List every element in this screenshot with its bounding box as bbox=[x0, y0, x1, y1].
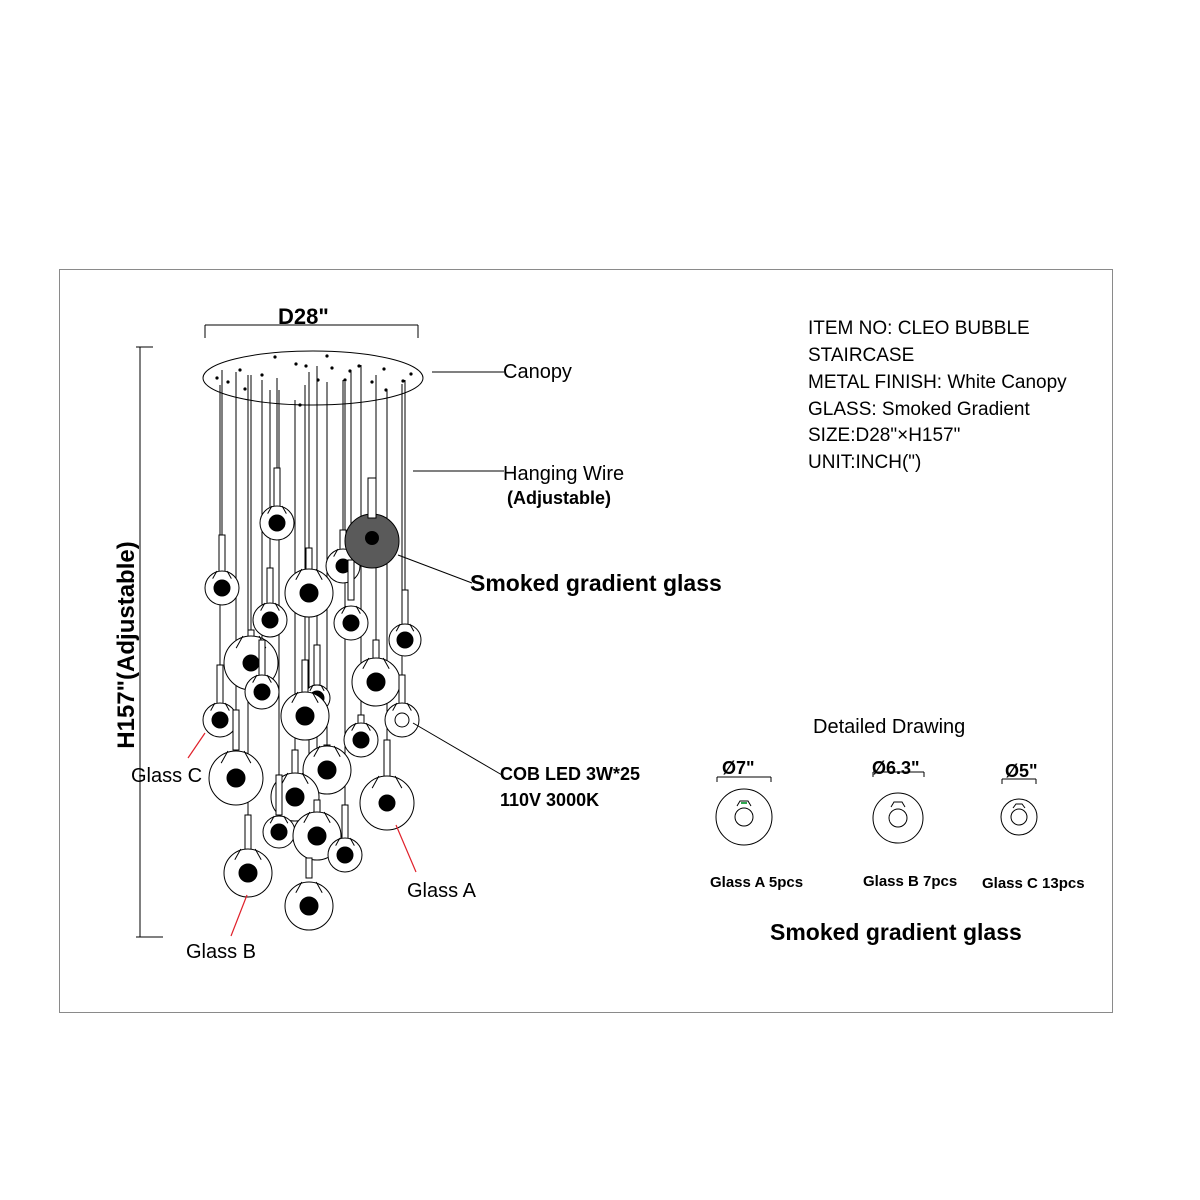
canopy-dots bbox=[215, 354, 413, 407]
cob-led bbox=[295, 706, 315, 726]
socket-tube bbox=[258, 639, 266, 681]
cob-led bbox=[253, 683, 271, 701]
detail-title: Detailed Drawing bbox=[813, 716, 966, 738]
socket-tube bbox=[313, 644, 321, 686]
globe-neck bbox=[362, 657, 390, 670]
socket-tube bbox=[383, 739, 391, 781]
socket-tube bbox=[398, 674, 406, 706]
globe-neck bbox=[220, 750, 252, 764]
cob-led bbox=[285, 787, 305, 807]
glass-globes bbox=[202, 467, 422, 931]
globe-neck bbox=[267, 505, 287, 514]
cob-led bbox=[238, 863, 258, 883]
cob-led bbox=[299, 583, 319, 603]
globe-neck bbox=[395, 623, 415, 632]
cob-led bbox=[226, 768, 246, 788]
detail-glass-a-dimension: Ø7" bbox=[722, 758, 755, 778]
width-dimension-line bbox=[204, 324, 419, 338]
globe-neck bbox=[313, 745, 341, 758]
socket-tube bbox=[275, 774, 283, 816]
globe-neck bbox=[260, 602, 280, 611]
cob-led bbox=[342, 614, 360, 632]
height-dimension-label: H157"(Adjustable) bbox=[113, 541, 140, 749]
glass-a-label: Glass A bbox=[407, 880, 476, 902]
socket-tube bbox=[218, 534, 226, 576]
detail-glass-a-caption: Glass A 5pcs bbox=[710, 874, 804, 891]
cob-led bbox=[307, 826, 327, 846]
spec-glass: GLASS: Smoked Gradient bbox=[808, 399, 1030, 420]
socket-tube bbox=[266, 567, 274, 609]
spec-unit: UNIT:INCH(") bbox=[808, 452, 922, 473]
globe-neck bbox=[234, 848, 262, 861]
hanging-wire-note: (Adjustable) bbox=[507, 488, 612, 508]
width-dimension-label: D28" bbox=[278, 304, 329, 329]
socket-tube bbox=[273, 467, 281, 509]
globe-neck bbox=[281, 772, 309, 785]
hanging-wire-label: Hanging Wire bbox=[503, 463, 625, 485]
socket-tube bbox=[305, 857, 313, 879]
socket-tube bbox=[401, 589, 409, 626]
detail-glass-c-caption: Glass C 13pcs bbox=[982, 875, 1085, 892]
socket-tube bbox=[232, 709, 240, 751]
cob-led bbox=[299, 896, 319, 916]
cob-led-label-line1: COB LED 3W*25 bbox=[500, 764, 641, 784]
cob-led bbox=[211, 711, 229, 729]
cob-led bbox=[366, 672, 386, 692]
globe-neck bbox=[291, 691, 319, 704]
globe-neck bbox=[295, 568, 323, 581]
detail-glass-b-dimension: Ø6.3" bbox=[872, 758, 920, 778]
globe-neck bbox=[371, 775, 403, 789]
cob-led bbox=[336, 846, 354, 864]
detail-glass-c-dimension: Ø5" bbox=[1005, 761, 1038, 781]
cob-led-label-line2: 110V 3000K bbox=[500, 790, 600, 810]
globe-neck bbox=[341, 605, 361, 614]
cob-led bbox=[378, 794, 396, 812]
canopy-label: Canopy bbox=[503, 361, 572, 383]
height-dimension-line bbox=[136, 346, 163, 938]
drawing-frame bbox=[59, 269, 1113, 1013]
glass-b-label: Glass B bbox=[186, 941, 257, 963]
cob-led bbox=[213, 579, 231, 597]
detail-footer: Smoked gradient glass bbox=[770, 919, 1022, 945]
globe-neck bbox=[335, 837, 355, 846]
canopy bbox=[202, 350, 424, 406]
globe-neck bbox=[309, 684, 325, 692]
globe-neck bbox=[351, 722, 371, 731]
cob-led bbox=[268, 514, 286, 532]
cob-led bbox=[261, 611, 279, 629]
globe-neck bbox=[303, 811, 331, 824]
cob-led bbox=[394, 712, 410, 728]
globe-neck bbox=[269, 815, 289, 824]
spec-item-no-line1: ITEM NO: CLEO BUBBLE bbox=[808, 318, 1030, 339]
detail-glass-b bbox=[872, 771, 925, 844]
globe-neck bbox=[212, 570, 232, 579]
smoked-glass-globe bbox=[344, 477, 400, 569]
cob-led bbox=[352, 731, 370, 749]
leader-lines bbox=[397, 371, 504, 776]
cob-led bbox=[396, 631, 414, 649]
red-leader-lines bbox=[187, 732, 417, 937]
glass-c-label: Glass C bbox=[131, 765, 203, 787]
globe-neck bbox=[295, 881, 323, 894]
spec-item-no-line2: STAIRCASE bbox=[808, 345, 915, 366]
detail-glass-a bbox=[715, 776, 773, 846]
cob-led bbox=[317, 760, 337, 780]
spec-size: SIZE:D28"×H157" bbox=[808, 425, 961, 446]
socket-tube bbox=[347, 559, 355, 601]
globe-neck bbox=[210, 702, 230, 711]
cob-led bbox=[242, 654, 260, 672]
cob-led bbox=[270, 823, 288, 841]
detail-glass-b-caption: Glass B 7pcs bbox=[863, 873, 958, 890]
globe-neck bbox=[392, 702, 412, 711]
spec-metal-finish: METAL FINISH: White Canopy bbox=[808, 372, 1067, 393]
detail-glass-c bbox=[1000, 778, 1038, 836]
smoked-glass-label: Smoked gradient glass bbox=[470, 570, 722, 596]
globe-neck bbox=[252, 674, 272, 683]
socket-tube bbox=[216, 664, 224, 706]
